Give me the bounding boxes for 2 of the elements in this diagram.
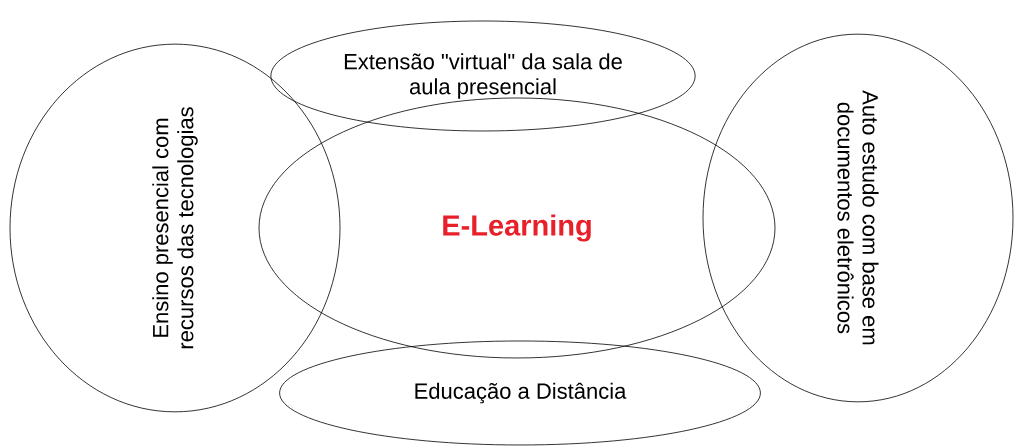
oval: Educação a Distância [279,340,761,446]
oval: Extensão "virtual" da sala de aula presencial [270,20,696,132]
